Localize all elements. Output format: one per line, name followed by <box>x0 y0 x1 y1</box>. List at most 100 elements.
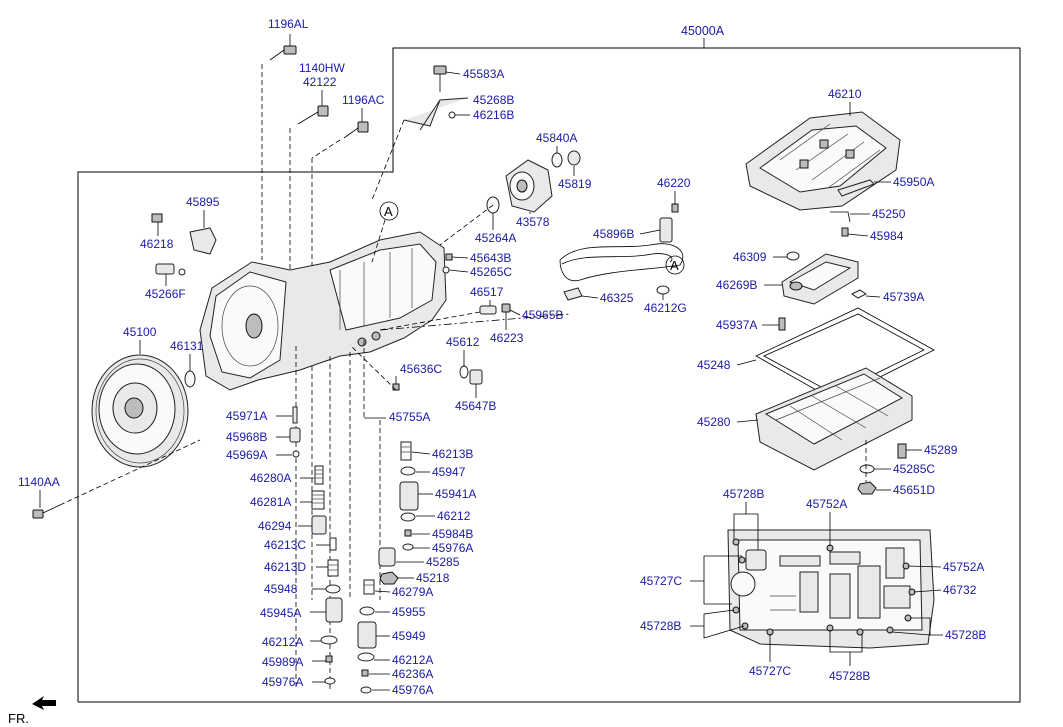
label-45728b-bottom[interactable]: 45728B <box>829 669 870 683</box>
label-45266f[interactable]: 45266F <box>145 287 186 301</box>
label-45896b[interactable]: 45896B <box>593 227 634 241</box>
rear-housing-43578 <box>505 159 553 213</box>
label-45752a-right[interactable]: 45752A <box>943 560 984 574</box>
label-46131[interactable]: 46131 <box>170 339 204 353</box>
label-45728b-right[interactable]: 45728B <box>945 628 986 642</box>
detent-45950a <box>837 179 875 197</box>
label-1196ac[interactable]: 1196AC <box>342 93 385 107</box>
label-45945a[interactable]: 45945A <box>260 606 301 620</box>
spring-46213d <box>327 559 339 577</box>
label-46294[interactable]: 46294 <box>258 519 292 533</box>
label-45728b-left[interactable]: 45728B <box>640 619 681 633</box>
gasket-45248 <box>755 307 935 401</box>
label-46213d[interactable]: 46213D <box>264 560 306 574</box>
label-45285c[interactable]: 45285C <box>893 462 935 476</box>
label-45289[interactable]: 45289 <box>924 443 958 457</box>
label-46212a-mid[interactable]: 46212A <box>392 653 433 667</box>
label-45218[interactable]: 45218 <box>416 571 450 585</box>
piston-45941a <box>399 481 419 511</box>
label-46210[interactable]: 46210 <box>828 87 862 101</box>
bolt-45583a <box>433 65 447 92</box>
label-45100[interactable]: 45100 <box>123 325 157 339</box>
label-46212[interactable]: 46212 <box>437 509 471 523</box>
label-45968b[interactable]: 45968B <box>226 430 267 444</box>
label-45264a[interactable]: 45264A <box>475 231 516 245</box>
label-43578[interactable]: 43578 <box>516 215 550 229</box>
o-ring-45976a-left <box>324 677 336 685</box>
label-45895[interactable]: 45895 <box>186 195 220 209</box>
label-45955[interactable]: 45955 <box>392 605 426 619</box>
label-45248[interactable]: 45248 <box>697 358 731 372</box>
label-46280a[interactable]: 46280A <box>250 471 291 485</box>
label-45285[interactable]: 45285 <box>426 555 460 569</box>
oil-filter-46269b <box>781 253 859 305</box>
label-42122[interactable]: 42122 <box>303 75 337 89</box>
label-45971a[interactable]: 45971A <box>226 409 267 423</box>
label-46212g[interactable]: 46212G <box>644 301 687 315</box>
label-45976a-bottom[interactable]: 45976A <box>392 683 433 697</box>
label-45969a[interactable]: 45969A <box>226 448 267 462</box>
label-46732[interactable]: 46732 <box>943 583 977 597</box>
plug-45612 <box>459 365 483 385</box>
ring-45948 <box>325 584 341 594</box>
label-46279a[interactable]: 46279A <box>392 585 433 599</box>
assembly-label[interactable]: 45000A <box>681 24 725 38</box>
callout-a-harness-text: A <box>670 258 679 273</box>
label-46309[interactable]: 46309 <box>733 250 767 264</box>
label-46216b[interactable]: 46216B <box>473 108 514 122</box>
label-46281a[interactable]: 46281A <box>250 495 291 509</box>
label-45752a-top[interactable]: 45752A <box>806 497 847 511</box>
valve-body-46210 <box>745 111 901 211</box>
label-46212a-left[interactable]: 46212A <box>262 635 303 649</box>
label-45949[interactable]: 45949 <box>392 629 426 643</box>
label-46220[interactable]: 46220 <box>657 176 691 190</box>
label-45819[interactable]: 45819 <box>558 177 592 191</box>
label-45984[interactable]: 45984 <box>870 229 904 243</box>
label-45636c[interactable]: 45636C <box>400 362 442 376</box>
clip-46325 <box>563 287 583 301</box>
label-45612[interactable]: 45612 <box>446 335 480 349</box>
label-45268b[interactable]: 45268B <box>473 93 514 107</box>
label-45984b[interactable]: 45984B <box>432 527 473 541</box>
label-45948[interactable]: 45948 <box>264 582 298 596</box>
label-1140aa[interactable]: 1140AA <box>18 475 60 489</box>
label-45840a[interactable]: 45840A <box>536 131 577 145</box>
valve-46517 <box>479 303 511 315</box>
label-46218[interactable]: 46218 <box>140 237 174 251</box>
label-45947[interactable]: 45947 <box>432 465 466 479</box>
label-45937a[interactable]: 45937A <box>716 318 757 332</box>
plug-45989a <box>325 655 333 663</box>
label-45728b-top[interactable]: 45728B <box>723 487 764 501</box>
oil-pan-45280 <box>755 367 913 471</box>
label-45739a[interactable]: 45739A <box>883 290 924 304</box>
label-45727c-left[interactable]: 45727C <box>640 574 682 588</box>
label-46213b[interactable]: 46213B <box>432 447 473 461</box>
label-46223[interactable]: 46223 <box>490 331 524 345</box>
label-45583a[interactable]: 45583A <box>463 67 504 81</box>
label-1140hw[interactable]: 1140HW <box>299 61 345 75</box>
label-45976a-mid[interactable]: 45976A <box>432 541 473 555</box>
o-ring-46309 <box>786 251 800 261</box>
label-46213c[interactable]: 46213C <box>264 538 306 552</box>
label-45950a[interactable]: 45950A <box>893 175 934 189</box>
label-45989a[interactable]: 45989A <box>262 655 303 669</box>
label-46517[interactable]: 46517 <box>470 285 504 299</box>
plate-45250 <box>830 211 851 237</box>
label-1196al[interactable]: 1196AL <box>268 17 309 31</box>
label-45755a[interactable]: 45755A <box>389 410 430 424</box>
label-46325[interactable]: 46325 <box>600 291 634 305</box>
label-45941a[interactable]: 45941A <box>435 487 476 501</box>
label-45265c[interactable]: 45265C <box>470 265 512 279</box>
label-45280[interactable]: 45280 <box>697 415 731 429</box>
front-arrow-icon <box>32 696 56 710</box>
label-45965b[interactable]: 45965B <box>522 308 563 322</box>
label-45643b[interactable]: 45643B <box>470 251 511 265</box>
label-46236a[interactable]: 46236A <box>392 667 433 681</box>
label-45976a-left[interactable]: 45976A <box>262 675 303 689</box>
label-45727c-bottom[interactable]: 45727C <box>749 664 791 678</box>
bolt-45289 <box>897 443 907 459</box>
label-45250[interactable]: 45250 <box>872 207 906 221</box>
label-45651d[interactable]: 45651D <box>893 483 935 497</box>
label-45647b[interactable]: 45647B <box>455 399 496 413</box>
label-46269b[interactable]: 46269B <box>716 278 757 292</box>
